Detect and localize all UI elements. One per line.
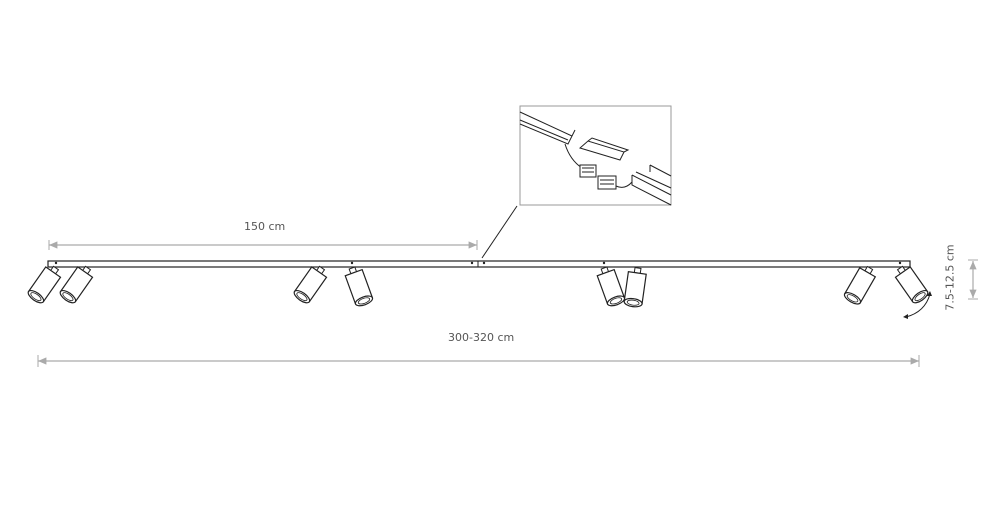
spotlights (25, 262, 931, 309)
spotlight (57, 262, 96, 306)
spotlight (623, 266, 648, 309)
detail-leader-line (481, 205, 518, 259)
spotlight (342, 264, 375, 309)
section-length-label: 150 cm (244, 220, 286, 233)
spotlight (291, 262, 330, 306)
spotlight (842, 262, 879, 307)
spotlight (594, 264, 627, 309)
connector-detail-inset (519, 105, 672, 206)
total-length-label: 300-320 cm (448, 331, 515, 344)
spotlight (892, 262, 931, 306)
dimension-height (968, 259, 978, 300)
dimension-total (37, 355, 920, 367)
height-label: 7.5-12.5 cm (943, 244, 957, 311)
track-bar (47, 260, 911, 268)
rotation-arrow-icon (905, 293, 931, 318)
spotlight (25, 262, 64, 306)
dimension-150cm (48, 240, 478, 250)
